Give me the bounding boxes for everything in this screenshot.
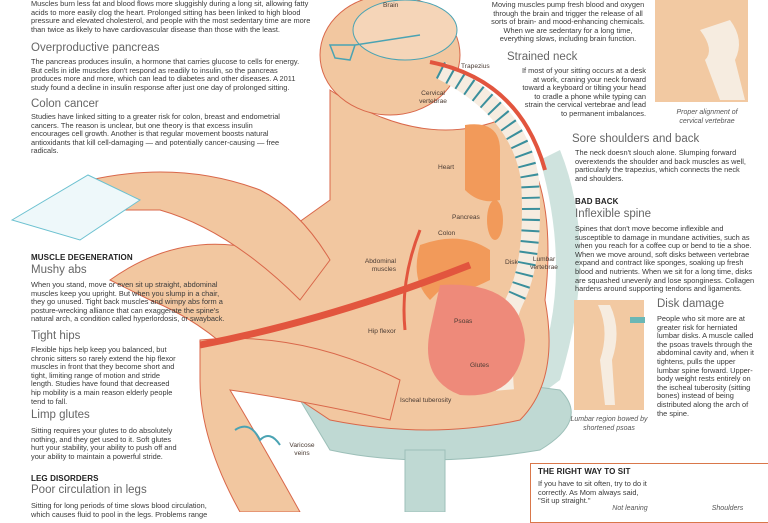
back-section-heading: BAD BACK <box>575 197 619 206</box>
glutes-heading: Limp glutes <box>31 409 90 421</box>
brain-label: Brain <box>383 2 399 9</box>
glasses <box>328 34 421 61</box>
colon-label: Colon <box>438 230 456 237</box>
abdominal-label: Abdominal muscles <box>364 258 396 273</box>
heart-label: Heart <box>438 164 455 171</box>
disk-text: People who sit more are at greater risk … <box>657 314 754 418</box>
right-way-text: If you have to sit often, try to do it c… <box>538 479 647 506</box>
disk-heading: Disk damage <box>657 298 725 310</box>
chair-post <box>404 449 446 512</box>
shoulders-label: Shoulders <box>711 505 744 512</box>
glutes-label: Glutes <box>470 362 490 369</box>
brain <box>352 0 458 61</box>
sitting-body-illustration <box>10 0 748 512</box>
spine-text: Spines that don't move become inflexible… <box>575 224 755 294</box>
ischeal-label: Ischeal tuberosity <box>400 397 452 404</box>
hip-flexor-muscle <box>199 261 472 349</box>
pancreas-label: Pancreas <box>452 214 480 221</box>
colon-heading: Colon cancer <box>31 98 99 110</box>
right-way-heading: THE RIGHT WAY TO SIT <box>538 467 631 476</box>
abdominal-muscle <box>402 229 422 331</box>
keyboard <box>10 174 142 241</box>
trapezius-muscle <box>429 60 547 171</box>
psoas-label: Psoas <box>454 318 473 325</box>
neck-text: If most of your sitting occurs at a desk… <box>521 66 646 118</box>
disk-label: Disk <box>505 259 518 266</box>
shoulders-text: The neck doesn't slouch alone. Slumping … <box>575 148 746 183</box>
brain-text: Moving muscles pump fresh blood and oxyg… <box>491 0 645 44</box>
pancreas-organ <box>487 200 503 240</box>
cervical-label: Cervical vertebrae <box>419 90 447 105</box>
abs-heading: Mushy abs <box>31 264 87 276</box>
legs-text: Sitting for long periods of time slows b… <box>31 501 208 519</box>
chair-back <box>520 150 580 410</box>
varicose-veins <box>234 425 281 446</box>
heart-text: Muscles burn less fat and blood flows mo… <box>31 0 311 34</box>
pancreas-heading: Overproductive pancreas <box>31 42 160 54</box>
varicose-label: Varicose veins <box>289 442 315 457</box>
abs-text: When you stand, move or even sit up stra… <box>31 280 225 324</box>
heart-organ <box>465 124 500 202</box>
disk-caption: Lumbar region bowed by shortened psoas <box>570 416 648 432</box>
hips-heading: Tight hips <box>31 330 81 342</box>
shoulders-heading: Sore shoulders and back <box>572 133 700 145</box>
hip-flexor-label: Hip flexor <box>368 328 396 335</box>
legs-heading: Poor circulation in legs <box>31 484 147 496</box>
colon-text: Studies have linked sitting to a greater… <box>31 112 280 156</box>
arm <box>84 171 331 301</box>
leg-section-heading: LEG DISORDERS <box>31 474 99 483</box>
neck-heading: Strained neck <box>507 51 578 63</box>
leg <box>199 337 401 512</box>
hips-text: Flexible hips help keep you balanced, bu… <box>31 345 176 406</box>
trapezius-label: Trapezius <box>461 63 490 70</box>
lumbar-label: Lumbar vertebrae <box>530 256 558 271</box>
neck-caption: Proper alignment of cervical vertebrae <box>676 109 738 125</box>
glute-muscle <box>428 284 525 396</box>
muscle-section-heading: MUSCLE DEGENERATION <box>31 253 133 262</box>
pancreas-text: The pancreas produces insulin, a hormone… <box>31 57 300 92</box>
spine-heading: Inflexible spine <box>575 208 652 220</box>
glutes-text: Sitting requires your glutes to do absol… <box>31 426 177 461</box>
not-leaning-label: Not leaning <box>612 505 648 512</box>
